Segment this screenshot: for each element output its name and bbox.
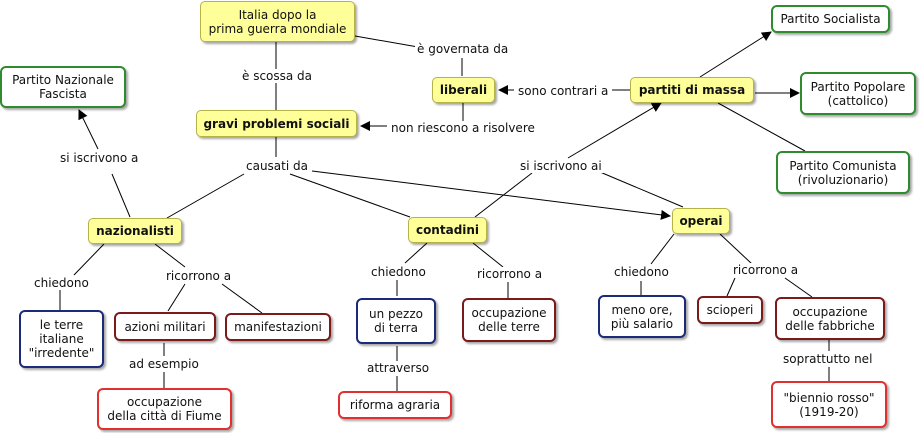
edge-line [567,102,662,159]
edge-line [599,171,684,208]
node-manifestazioni: manifestazioni [225,313,331,341]
node-biennio-rosso: "biennio rosso" (1919-20) [771,381,887,428]
node-meno-ore: meno ore, più salario [598,295,686,338]
edge-line [699,31,772,78]
edge-line [73,243,105,276]
edge-line [719,233,753,265]
label-si-iscrivono-ai: si iscrivono ai [518,159,604,173]
node-scioperi: scioperi [697,296,763,324]
node-partito-popolare: Partito Popolare (cattolico) [800,72,916,115]
label-sono-contrari-a: sono contrari a [516,84,611,98]
node-partiti-di-massa: partiti di massa [630,77,754,103]
edge-line [78,109,99,150]
edge-line [289,173,411,218]
node-partito-socialista: Partito Socialista [771,5,890,33]
label-ad-esempio: ad esempio [127,357,201,371]
label-chiedono-operai: chiedono [612,265,671,279]
node-partito-comunista: Partito Comunista (rivoluzionario) [776,151,910,194]
node-azioni-militari: azioni militari [114,312,216,341]
edge-line [166,173,245,219]
edge-line [717,102,806,152]
label-non-riescono: non riescono a risolvere [389,121,537,135]
label-si-iscrivono-a: si iscrivono a [58,151,141,165]
node-occupazione-terre: occupazione delle terre [462,298,556,342]
label-chiedono-nazionalisti: chiedono [32,276,91,290]
edge-line [311,170,671,220]
label-attraverso: attraverso [365,361,432,375]
edge-line [474,172,533,218]
label-chiedono-contadini: chiedono [369,265,428,279]
edge-line [784,277,813,298]
label-ricorrono-operai: ricorrono a [731,263,801,277]
edge-line [650,233,675,265]
node-pezzo-di-terra: un pezzo di terra [356,298,436,344]
node-riforma-agraria: riforma agraria [338,391,452,419]
label-ricorrono-nazionalisti: ricorrono a [164,269,234,283]
node-occupazione-fiume: occupazione della città di Fiume [97,388,232,430]
edge-line [154,243,186,268]
node-contadini: contadini [408,217,487,243]
label-e-governata-da: è governata da [415,42,511,56]
edge-line [111,173,131,218]
edge-line [354,35,419,48]
node-italia: Italia dopo la prima guerra mondiale [200,1,355,42]
node-partito-nazionale-fascista: Partito Nazionale Fascista [0,66,126,108]
label-soprattutto-nel: soprattutto nel [781,352,875,366]
edge-line [726,277,736,297]
node-occupazione-fabbriche: occupazione delle fabbriche [775,297,885,340]
label-ricorrono-contadini: ricorrono a [475,267,545,281]
edge-line [404,242,428,264]
edge-line [472,242,504,268]
node-gravi-problemi-sociali: gravi problemi sociali [196,110,357,137]
node-operai: operai [672,208,730,234]
label-e-scossa-da: è scossa da [240,69,315,83]
node-liberali: liberali [432,77,495,103]
node-nazionalisti: nazionalisti [88,218,182,244]
edge-line [167,283,186,312]
node-terre-irredente: le terre italiane "irredente" [19,310,104,368]
label-causati-da: causati da [244,159,310,173]
edge-line [221,283,263,314]
